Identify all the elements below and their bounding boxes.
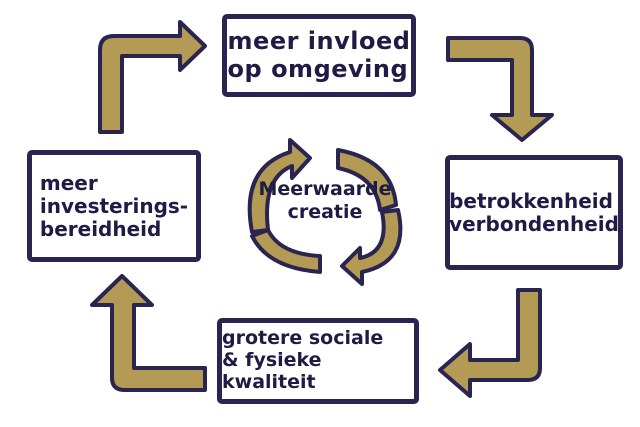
node-bottom-label: grotere sociale & fysieke kwaliteit bbox=[222, 327, 384, 393]
cycle-arrow-lower bbox=[340, 208, 403, 286]
node-right: betrokkenheid verbondenheid bbox=[445, 155, 623, 270]
node-right-label: betrokkenheid verbondenheid bbox=[449, 188, 619, 236]
arrow-right-to-bottom bbox=[438, 288, 542, 398]
arrow-left-to-top bbox=[98, 20, 207, 134]
node-left: meer investerings- bereidheid bbox=[27, 150, 201, 262]
node-left-label: meer investerings- bereidheid bbox=[39, 170, 189, 241]
arrow-top-to-right bbox=[446, 36, 554, 142]
cycle-arrow-upper bbox=[247, 138, 312, 234]
node-bottom: grotere sociale & fysieke kwaliteit bbox=[217, 318, 419, 404]
node-top-label: meer invloed op omgeving bbox=[227, 26, 411, 83]
cycle-arrow-lower-left bbox=[250, 228, 322, 274]
cycle-arrow-upper-right bbox=[336, 148, 398, 212]
node-top: meer invloed op omgeving bbox=[222, 14, 416, 97]
arrow-bottom-to-left bbox=[90, 274, 207, 392]
center-label: Meerwaarde creatie bbox=[258, 178, 392, 223]
